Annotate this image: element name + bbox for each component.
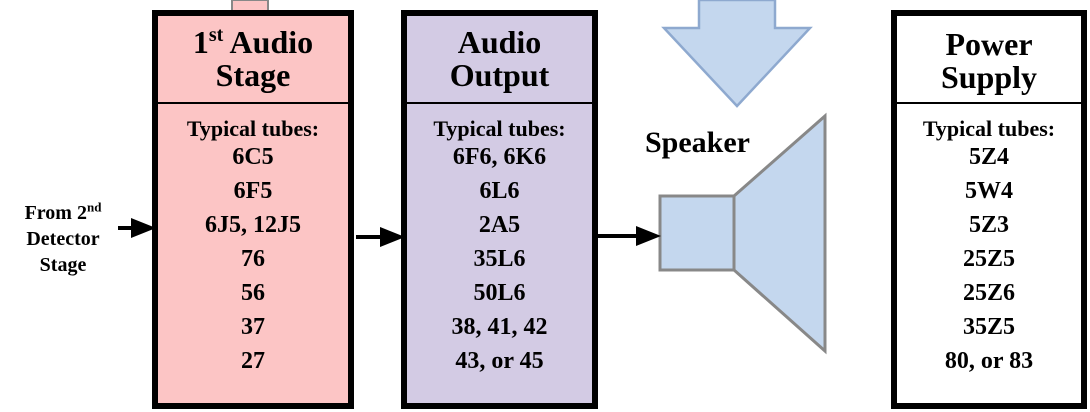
stage-title: Audio Output [407,16,592,104]
tube-list: 6F6, 6K6 6L6 2A5 35L6 50L6 38, 41, 42 43… [452,140,548,378]
tube-item: 35Z5 [962,314,1015,340]
stage-title-line2: Stage [215,57,291,93]
tube-item: 27 [241,348,265,374]
output-to-speaker-arrow [598,226,661,246]
stage-title: Power Supply [897,16,1081,104]
stage-title-line1: Audio [457,24,542,60]
tube-list: 5Z4 5W4 5Z3 25Z5 25Z6 35Z5 80, or 83 [945,140,1033,378]
tube-item: 35L6 [473,246,526,272]
typical-tubes-label: Typical tubes: [433,116,566,141]
tube-item: 2A5 [478,212,521,238]
tube-item: 76 [241,246,265,272]
tube-item: 6L6 [479,178,520,204]
input-source-label: From 2nd Detector Stage [4,200,122,278]
tube-item: 43, or 45 [455,348,544,374]
input-label-line1: From 2nd [24,199,102,224]
tube-item: 6F5 [233,178,273,204]
tube-item: 50L6 [473,280,526,306]
speaker-magnet-icon [658,194,736,272]
stage1-to-output-arrow [356,227,405,247]
input-label-line3: Stage [39,254,87,276]
tube-item: 38, 41, 42 [451,314,548,340]
speaker-cone-icon [732,112,827,355]
speaker-label: Speaker [645,126,750,159]
tube-item: 56 [241,280,265,306]
stage-power-supply: Power Supply Typical tubes: 5Z4 5W4 5Z3 … [891,10,1087,409]
typical-tubes-label: Typical tubes: [186,116,320,141]
tube-item: 6F6, 6K6 [452,144,547,170]
stage-title-line1: Audio [229,24,314,60]
tube-item: 5Z3 [968,212,1009,238]
stage-title-line2: Supply [940,59,1038,95]
tube-item: 37 [241,314,265,340]
stage-title-sup: st [208,24,224,46]
input-arrow [118,218,156,238]
stage-title-line2: Output [449,57,550,93]
down-arrow-icon [661,0,813,108]
tube-item: 5W4 [965,178,1013,204]
tube-item: 5Z4 [968,144,1009,170]
tube-item: 6C5 [232,144,274,170]
tube-item: 25Z5 [962,246,1015,272]
tube-item: 80, or 83 [944,348,1034,374]
input-label-line2: Detector [26,228,100,250]
stage-title: 1st Audio Stage [158,16,348,104]
stage-title-line1: Power [945,26,1033,62]
stage-1st-audio: 1st Audio Stage Typical tubes: 6C5 6F5 6… [152,10,354,409]
tube-list: 6C5 6F5 6J5, 12J5 76 56 37 27 [205,140,301,378]
stage-audio-output: Audio Output Typical tubes: 6F6, 6K6 6L6… [401,10,598,409]
stage-title-prefix: 1 [192,24,209,60]
typical-tubes-label: Typical tubes: [922,116,1056,141]
tube-item: 25Z6 [962,280,1015,306]
tube-item: 6J5, 12J5 [205,212,301,238]
